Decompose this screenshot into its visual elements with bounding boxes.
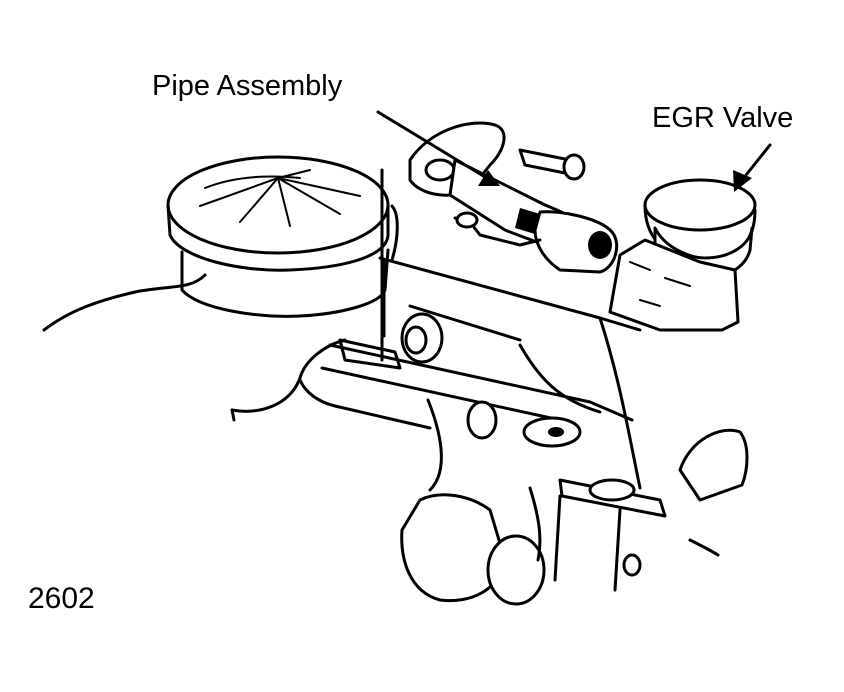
figure-number: 2602 — [28, 582, 95, 615]
egr-valve-leader — [740, 143, 772, 182]
egr-arrowhead — [733, 170, 752, 192]
egr-valve — [608, 178, 757, 332]
air-cleaner — [166, 155, 390, 318]
pipe-assembly-label: Pipe Assembly — [152, 70, 343, 102]
water-outlet — [400, 400, 749, 606]
engine-block — [42, 256, 642, 492]
egr-valve-label: EGR Valve — [652, 102, 794, 134]
pipe-arrowhead — [478, 170, 500, 186]
pipe-assembly-leader — [376, 110, 492, 182]
leader-arrows — [376, 110, 772, 192]
pipe-assembly — [408, 121, 619, 274]
mounting-rod — [338, 168, 444, 370]
